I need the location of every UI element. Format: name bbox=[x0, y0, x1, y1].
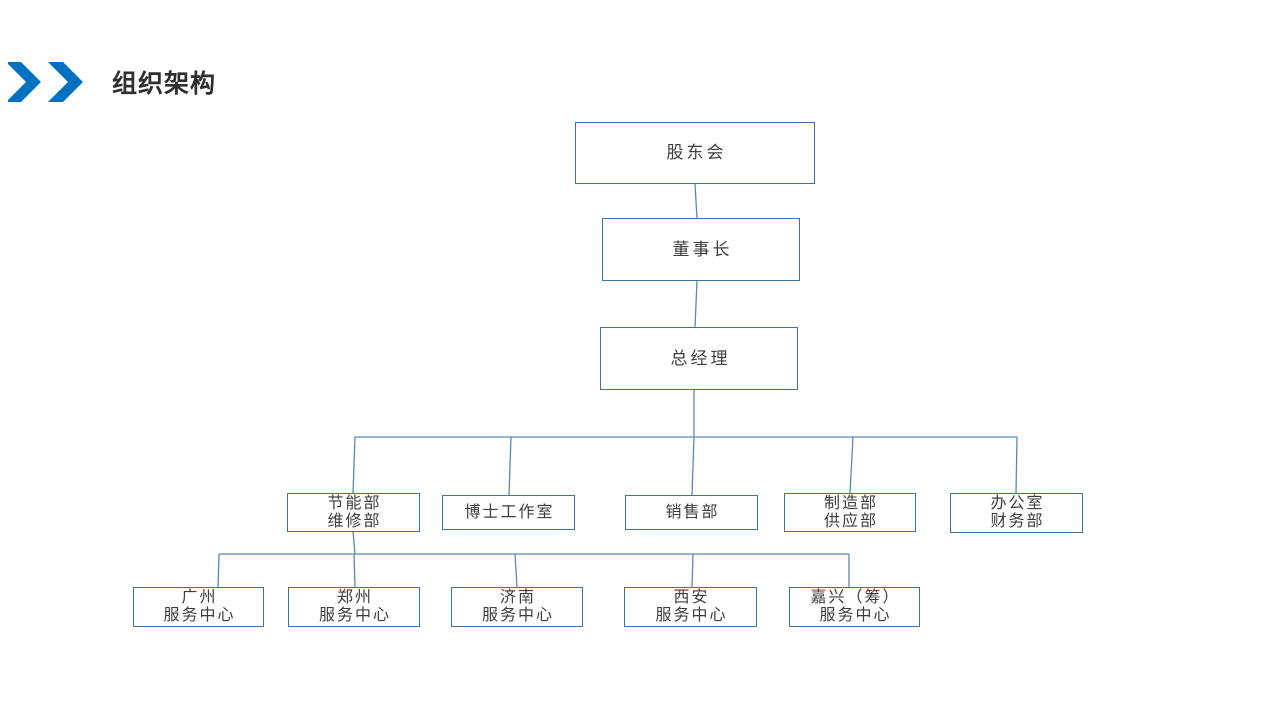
org-chart-connector-line bbox=[508, 436, 512, 496]
org-node-label: 销售部 bbox=[665, 503, 720, 521]
org-chart-connector-line bbox=[352, 531, 356, 555]
org-chart-connector-line bbox=[353, 553, 356, 588]
org-node-sales: 销售部 bbox=[625, 495, 758, 530]
org-node-label: 供应部 bbox=[823, 512, 878, 530]
org-node-guangzhou-center: 广州服务中心 bbox=[133, 587, 264, 627]
org-node-label: 服务中心 bbox=[318, 607, 391, 624]
org-node-label: 西安 bbox=[673, 589, 710, 606]
org-node-label: 财务部 bbox=[990, 513, 1045, 530]
org-chart-connector-line bbox=[352, 436, 356, 494]
org-node-label: 总经理 bbox=[670, 348, 731, 368]
org-node-energy-maintenance: 节能部维修部 bbox=[287, 493, 420, 532]
org-node-label: 济南 bbox=[499, 589, 536, 606]
org-node-label: 郑州 bbox=[336, 589, 373, 606]
org-node-label: 服务中心 bbox=[819, 607, 892, 624]
org-chart-connector-line bbox=[217, 553, 220, 588]
org-node-label: 股东会 bbox=[666, 143, 727, 162]
org-chart-connector-line bbox=[694, 280, 698, 328]
org-node-jinan-center: 济南服务中心 bbox=[451, 587, 583, 627]
org-node-doctor-studio: 博士工作室 bbox=[442, 495, 575, 530]
org-chart-connector-line bbox=[691, 436, 695, 496]
org-chart-connector-line bbox=[691, 553, 694, 588]
org-node-label: 服务中心 bbox=[655, 607, 728, 624]
org-node-label: 博士工作室 bbox=[464, 503, 555, 521]
org-node-chairman: 董事长 bbox=[602, 218, 800, 281]
org-node-label: 维修部 bbox=[327, 512, 382, 530]
double-chevron-right-icon bbox=[8, 62, 83, 102]
org-chart-connector-line bbox=[1015, 436, 1018, 494]
org-node-jiaxing-center: 嘉兴（筹）服务中心 bbox=[789, 587, 920, 627]
org-chart-connector-line bbox=[849, 436, 854, 494]
org-chart-connector-line bbox=[694, 183, 698, 219]
org-node-label: 嘉兴（筹） bbox=[810, 589, 901, 606]
org-node-label: 节能部 bbox=[327, 494, 382, 512]
org-node-label: 服务中心 bbox=[481, 607, 554, 624]
page-title: 组织架构 bbox=[112, 70, 217, 98]
org-node-xian-center: 西安服务中心 bbox=[624, 587, 757, 627]
org-node-label: 服务中心 bbox=[163, 607, 236, 624]
org-node-manufacturing-supply: 制造部供应部 bbox=[784, 493, 916, 532]
org-chart-connector-line bbox=[514, 553, 518, 588]
slide-header: 组织架构 bbox=[8, 62, 216, 102]
org-node-label: 制造部 bbox=[823, 494, 878, 512]
org-node-label: 董事长 bbox=[672, 239, 733, 259]
org-node-general-manager: 总经理 bbox=[600, 327, 798, 390]
org-node-zhengzhou-center: 郑州服务中心 bbox=[288, 587, 420, 627]
org-node-office-finance: 办公室财务部 bbox=[950, 493, 1083, 533]
org-node-label: 广州 bbox=[181, 589, 218, 606]
org-node-shareholders: 股东会 bbox=[575, 122, 815, 184]
org-node-label: 办公室 bbox=[990, 495, 1045, 512]
